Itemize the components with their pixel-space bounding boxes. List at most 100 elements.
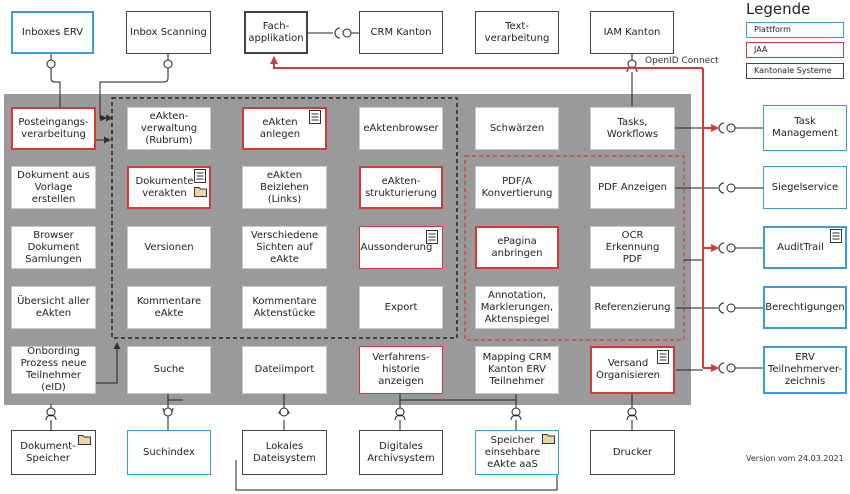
tasks-workflows-box[interactable]: Tasks, Workflows — [590, 107, 675, 150]
document-icon — [830, 229, 842, 243]
dokument-vorlage-box[interactable]: Dokument aus Vorlage erstellen — [11, 166, 96, 209]
dateiimport-label: Dateiimport — [254, 364, 315, 375]
eaktenbrowser-label: eAktenbrowser — [363, 122, 439, 134]
epagina-box[interactable]: ePagina anbringen — [475, 226, 559, 269]
inbox-scanning-label: Inbox Scanning — [130, 26, 207, 38]
ocr-box[interactable]: OCR Erkennung PDF — [590, 226, 675, 269]
eakten-beiziehen-box[interactable]: eAkten Beiziehen (Links) — [242, 166, 327, 209]
eakten-strukturierung-box[interactable]: eAkten- strukturierung — [359, 166, 443, 209]
pdf-anzeigen-box[interactable]: PDF Anzeigen — [590, 166, 675, 209]
versand-box[interactable]: Versand Organisieren — [590, 346, 675, 394]
document-icon — [309, 110, 321, 124]
dokument-speicher-label: Dokument- Speicher — [20, 440, 76, 464]
erv-verzeichnis-box[interactable]: ERV Teilnehmerver- zeichnis — [763, 346, 847, 394]
verschiedene-sichten-box[interactable]: Verschiedene Sichten auf eAkte — [242, 226, 327, 269]
dateiimport-box[interactable]: Dateiimport — [242, 346, 327, 394]
crm-kanton-box[interactable]: CRM Kanton — [359, 11, 443, 54]
uebersicht-box[interactable]: Übersicht aller eAkten — [11, 286, 96, 329]
pdfa-box[interactable]: PDF/A Konvertierung — [475, 166, 559, 209]
annotation-box[interactable]: Annotation, Markierungen, Aktenspiegel — [475, 286, 559, 329]
tasks-workflows-label: Tasks, Workflows — [606, 116, 659, 140]
inbox-scanning-box[interactable]: Inbox Scanning — [126, 11, 211, 54]
speicher-eakte-label: Speicher einsehbare eAkte aaS — [484, 434, 541, 470]
eakten-anlegen-label: eAkten anlegen — [259, 116, 301, 140]
pdfa-label: PDF/A Konvertierung — [481, 175, 553, 199]
eaktenbrowser-box[interactable]: eAktenbrowser — [359, 107, 443, 150]
siegelservice-box[interactable]: Siegelservice — [763, 166, 847, 209]
legend-item-plattform: Plattform — [746, 22, 844, 38]
inboxes-erv-box[interactable]: Inboxes ERV — [11, 11, 94, 54]
berechtigungen-box[interactable]: Berechtigungen — [763, 286, 847, 329]
export-label: Export — [384, 301, 418, 313]
document-icon — [657, 350, 669, 364]
legend-title: Legende — [746, 0, 811, 18]
lokales-dateisystem-box[interactable]: Lokales Dateisystem — [242, 430, 327, 475]
task-management-box[interactable]: Task Management — [763, 105, 847, 151]
folder-icon — [542, 434, 555, 444]
posteingang-label: Posteingangs- verarbeitung — [18, 116, 89, 140]
digitales-archivsystem-label: Digitales Archivsystem — [367, 440, 435, 464]
suche-label: Suche — [153, 364, 185, 375]
erv-verzeichnis-label: ERV Teilnehmerver- zeichnis — [767, 352, 843, 387]
eakte-group-frame — [111, 97, 458, 339]
iam-kanton-box[interactable]: IAM Kanton — [590, 11, 674, 54]
textverarbeitung-box[interactable]: Text- verarbeitung — [475, 11, 559, 54]
eakten-beiziehen-label: eAkten Beiziehen (Links) — [260, 169, 309, 205]
versionen-box[interactable]: Versionen — [127, 226, 211, 269]
kommentare-aktenstuecke-label: Kommentare Aktenstücke — [252, 295, 317, 319]
dokumente-verakten-label: Dokumente verakten — [135, 175, 194, 199]
audittrail-label: AuditTrail — [777, 241, 824, 253]
versionen-label: Versionen — [144, 241, 194, 253]
digitales-archivsystem-box[interactable]: Digitales Archivsystem — [359, 430, 443, 475]
drucker-box[interactable]: Drucker — [590, 430, 675, 475]
verfahrenshistorie-box[interactable]: Verfahrens- historie anzeigen — [359, 346, 443, 394]
suchindex-label: Suchindex — [143, 446, 195, 458]
fachapplikation-box[interactable]: Fach- applikation — [244, 11, 308, 54]
browser-dokument-box[interactable]: Browser Dokument Samlungen — [11, 226, 96, 269]
openid-connect-label: OpenID Connect — [645, 56, 719, 66]
iam-kanton-label: IAM Kanton — [603, 26, 661, 38]
legend-item-kantonale-systeme: Kantonale Systeme — [746, 63, 844, 79]
drucker-label: Drucker — [612, 446, 653, 458]
schwaerzen-label: Schwärzen — [489, 122, 545, 134]
textverarbeitung-label: Text- verarbeitung — [484, 20, 550, 44]
aussonderung-label: Aussonderung — [360, 241, 433, 253]
pdf-group-frame — [464, 155, 685, 341]
folder-icon — [78, 435, 91, 445]
referenzierung-label: Referenzierung — [594, 301, 671, 313]
onboarding-box[interactable]: Onbording Prozess neue Teilnehmer (eID) — [11, 346, 96, 394]
posteingang-box[interactable]: Posteingangs- verarbeitung — [11, 107, 96, 150]
verfahrenshistorie-label: Verfahrens- historie anzeigen — [372, 352, 430, 387]
kommentare-aktenstuecke-box[interactable]: Kommentare Aktenstücke — [242, 286, 327, 329]
onboarding-label: Onbording Prozess neue Teilnehmer (eID) — [20, 346, 87, 393]
versand-label: Versand Organisieren — [596, 358, 660, 381]
kommentare-eakte-box[interactable]: Kommentare eAkte — [127, 286, 211, 329]
suchindex-box[interactable]: Suchindex — [127, 430, 211, 475]
pdf-anzeigen-label: PDF Anzeigen — [598, 181, 667, 193]
ocr-label: OCR Erkennung PDF — [605, 229, 660, 265]
document-icon — [426, 230, 438, 244]
export-box[interactable]: Export — [359, 286, 443, 329]
dokument-vorlage-label: Dokument aus Vorlage erstellen — [17, 169, 90, 205]
annotation-label: Annotation, Markierungen, Aktenspiegel — [480, 289, 554, 325]
eakten-verwaltung-box[interactable]: eAkten- verwaltung (Rubrum) — [127, 107, 211, 150]
version-label: Version vom 24.03.2021 — [746, 454, 844, 463]
document-icon — [194, 169, 206, 183]
platform-area — [4, 94, 691, 405]
task-management-label: Task Management — [772, 116, 838, 139]
uebersicht-label: Übersicht aller eAkten — [17, 295, 90, 319]
siegelservice-label: Siegelservice — [771, 181, 839, 193]
folder-icon — [194, 187, 207, 197]
epagina-label: ePagina anbringen — [491, 235, 543, 259]
suche-box[interactable]: Suche — [127, 346, 211, 394]
kommentare-eakte-label: Kommentare eAkte — [136, 295, 202, 319]
eakten-strukturierung-label: eAkten- strukturierung — [365, 175, 437, 199]
crm-kanton-label: CRM Kanton — [370, 26, 432, 38]
browser-dokument-label: Browser Dokument Samlungen — [25, 229, 82, 265]
referenzierung-box[interactable]: Referenzierung — [590, 286, 675, 329]
schwaerzen-box[interactable]: Schwärzen — [475, 107, 559, 150]
fachapplikation-label: Fach- applikation — [248, 20, 304, 44]
mapping-crm-box[interactable]: Mapping CRM Kanton ERV Teilnehmer — [475, 346, 559, 394]
